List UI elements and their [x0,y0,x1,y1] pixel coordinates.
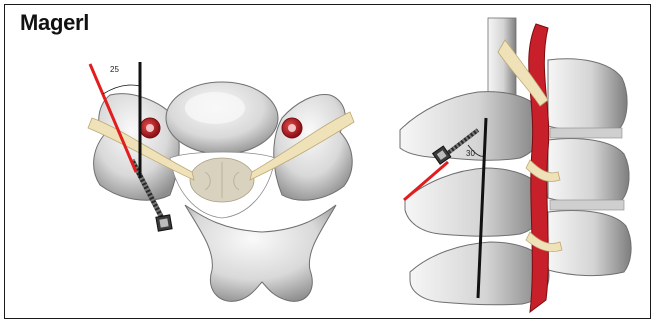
axial-angle-arc [103,85,140,94]
axial-vertebra [88,82,354,301]
axial-right-lateral-mass [274,94,352,200]
axial-spinous-process [185,205,336,301]
lateral-vertebral-body-2 [548,139,629,204]
lateral-spine [400,18,631,312]
lateral-angle-label: 30 [466,149,475,158]
lateral-mass-2 [405,168,545,236]
lateral-vertebral-body-1 [548,59,627,132]
axial-angle-label: 25 [110,65,119,74]
